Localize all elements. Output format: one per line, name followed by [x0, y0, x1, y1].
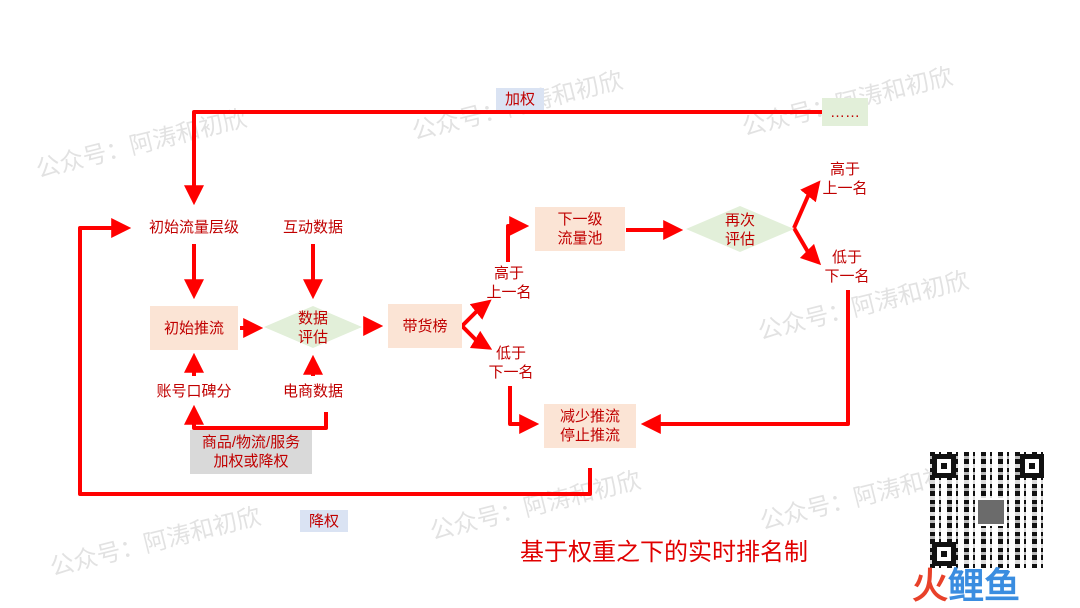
re-eval-diamond: [686, 206, 794, 252]
arrow-lower-reduce: [508, 386, 540, 434]
qr-corner: [932, 542, 956, 566]
ecommerce-data-node: 电商数据: [282, 383, 343, 400]
weight-down-label: 降权: [300, 510, 348, 532]
qr-corner: [1020, 454, 1044, 478]
re-eval-node: 再次 评估: [724, 212, 755, 248]
qr-corner: [932, 454, 956, 478]
arrow-higher-pool: [506, 216, 530, 262]
label-lower-2: 低于 下一名: [824, 249, 870, 285]
label-lower-1: 低于 下一名: [488, 345, 534, 381]
diagram-title: 基于权重之下的实时排名制: [520, 539, 808, 566]
brand-logo-part2: 鲤鱼: [948, 565, 1021, 606]
arrow-reeval-higher: [792, 180, 821, 229]
arrow-board-lower: [460, 324, 493, 350]
brand-logo-part1: 火: [912, 565, 949, 606]
interaction-data-node: 互动数据: [282, 219, 343, 236]
arrow-goods-reputation: [184, 404, 328, 430]
sales-board-node: 带货榜: [388, 304, 462, 348]
next-pool-node: 下一级 流量池: [535, 207, 625, 251]
label-higher-1: 高于 上一名: [486, 265, 532, 301]
goods-logistics-node: 商品/物流/服务 加权或降权: [190, 430, 312, 474]
account-reputation-node: 账号口碑分: [156, 383, 232, 400]
data-eval-node: 数据 评估: [297, 310, 328, 346]
initial-push-node: 初始推流: [150, 306, 238, 350]
reduce-push-node: 减少推流 停止推流: [544, 404, 636, 448]
initial-traffic-node: 初始流量层级: [148, 219, 239, 236]
arrow-board-higher: [460, 299, 492, 328]
arrow-lower2-reduce: [640, 290, 850, 434]
data-eval-diamond: [264, 306, 362, 348]
brand-logo: 火鲤鱼: [912, 566, 1020, 606]
qr-avatar: [976, 498, 1006, 526]
ellipsis-node: ……: [822, 98, 868, 126]
arrow-weight-up: [184, 110, 842, 206]
arrow-reeval-lower: [792, 226, 822, 266]
arrow-weight-down: [78, 218, 592, 496]
weight-up-label: 加权: [496, 88, 544, 110]
label-higher-2: 高于 上一名: [822, 161, 868, 197]
